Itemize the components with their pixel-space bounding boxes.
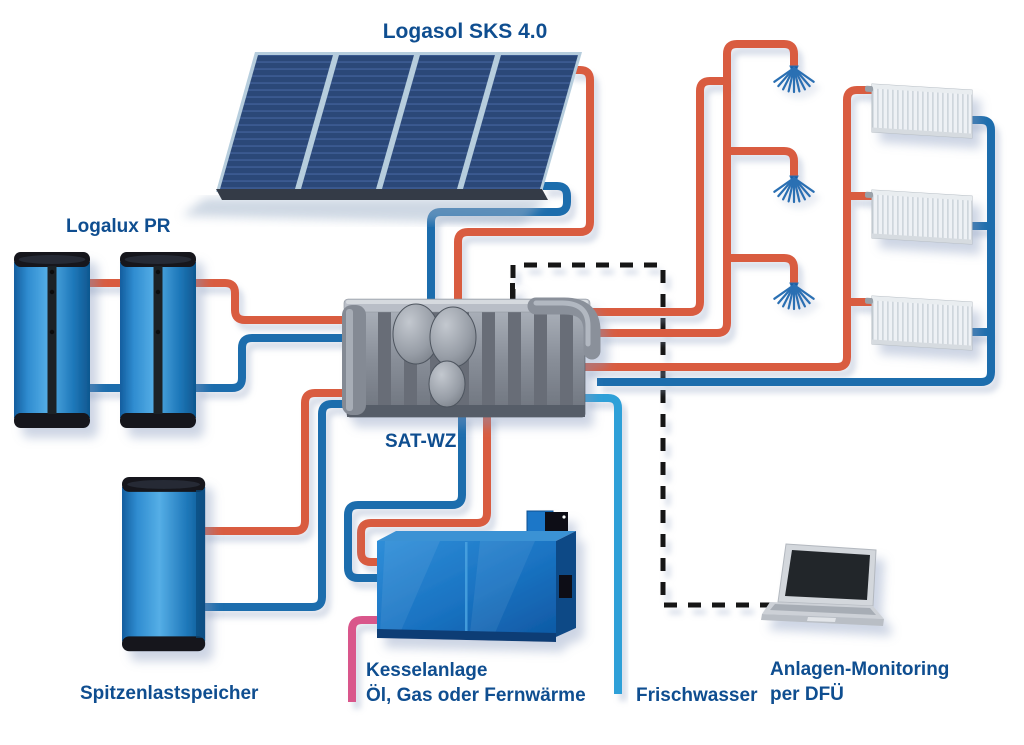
station-left-cap-highlight	[346, 309, 353, 411]
monitoring-dashed-line	[510, 262, 772, 608]
station-pump-2	[429, 306, 477, 368]
transfer-station	[342, 283, 601, 418]
boiler	[377, 510, 576, 642]
monitoring-path	[510, 262, 772, 608]
solar-panel-4	[463, 55, 578, 189]
pipe-gas-path	[348, 616, 382, 702]
station-left-cap	[342, 305, 366, 415]
buffer-tank-2-stripe	[153, 266, 163, 414]
label-boiler-line2: Öl, Gas oder Fernwärme	[366, 685, 586, 706]
pipe-fresh-water	[583, 394, 622, 694]
label-solar-collector: Logasol SKS 4.0	[383, 20, 548, 43]
station-elbow-highlight	[533, 300, 591, 347]
laptop-screen	[785, 550, 870, 600]
radiator-2	[864, 189, 973, 245]
solar-panel-1	[220, 55, 333, 189]
solar-shadow	[182, 198, 548, 224]
boiler-top-face	[377, 531, 576, 541]
peak-load-tank-edge	[196, 490, 205, 638]
pipe-boiler-cold	[344, 413, 466, 582]
labels: Logasol SKS 4.0 Logalux PR SAT-WZ Spitze…	[66, 20, 949, 706]
solar-collector-array	[182, 52, 582, 224]
label-buffer-tanks: Logalux PR	[66, 216, 171, 237]
label-peak-load-tank: Spitzenlastspeicher	[80, 683, 259, 704]
boiler-side-vent	[559, 575, 572, 598]
label-monitoring-line2: per DFÜ	[770, 684, 844, 705]
label-boiler-line1: Kesselanlage	[366, 660, 487, 681]
pipe-solar-flow	[454, 66, 594, 306]
solar-bottom-edge	[216, 189, 548, 200]
pipe-shower-supply-b	[598, 40, 798, 337]
boiler-bottom-band	[377, 629, 556, 642]
buffer-tank-1-stripe	[47, 266, 57, 414]
buffer-tank-rivets	[49, 269, 161, 335]
label-monitoring-line1: Anlagen-Monitoring	[770, 659, 949, 680]
shower-spray-icon-2	[773, 174, 815, 204]
radiator-1	[864, 83, 973, 139]
solar-panel-3	[382, 55, 495, 189]
station-antenna	[510, 283, 515, 307]
pipe-peak-tank-hot	[200, 389, 355, 535]
station-base-strip	[347, 405, 585, 417]
peak-load-tank-body	[122, 477, 206, 652]
pipe-shower-supply-a	[588, 77, 728, 316]
label-fresh-water: Frischwasser	[636, 685, 758, 706]
radiators	[864, 83, 973, 351]
radiator-3	[864, 295, 973, 351]
boiler-burner-dot	[562, 515, 566, 519]
laptop-icon	[761, 543, 884, 626]
station-top-rail-highlight	[346, 300, 588, 304]
label-transfer-station: SAT-WZ	[385, 431, 457, 452]
boiler-sheen-left	[380, 541, 440, 633]
pipe-gas-supply	[348, 616, 382, 702]
laptop-touchpad	[807, 617, 836, 622]
boiler-sheen-right	[470, 541, 535, 633]
solar-panel-2	[301, 55, 414, 189]
pipe-peak-tank-cold	[200, 400, 355, 611]
laptop-keyboard	[770, 604, 876, 615]
boiler-panel-divider	[465, 542, 468, 632]
pipe-fresh-water-path	[583, 394, 622, 694]
shower-spray-icon-1	[773, 64, 815, 94]
buffer-tanks	[14, 252, 196, 428]
boiler-burner-cap	[545, 512, 568, 531]
station-pump-3	[428, 360, 466, 408]
pipe-boiler-hot	[357, 413, 491, 566]
peak-load-tank	[122, 477, 206, 652]
shower-spray-icon-3	[773, 281, 815, 311]
